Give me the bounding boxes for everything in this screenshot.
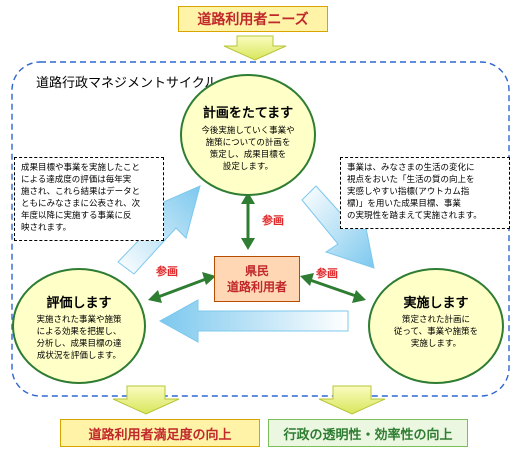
check-title: 評価します — [46, 296, 112, 311]
participation-arrow-top — [241, 192, 255, 250]
citizens-box: 県民 道路利用者 — [214, 256, 300, 302]
implementation-note: 事業は、みなさまの生活の変化に 視点をおいた「生活の質の向上を 実感しやすい指標… — [340, 157, 510, 229]
bottom-left-down-arrow — [112, 385, 180, 415]
needs-down-arrow — [223, 35, 287, 61]
transparency-efficiency-label: 行政の透明性・効率性の向上 — [283, 427, 453, 443]
user-satisfaction-box: 道路利用者満足度の向上 — [60, 419, 260, 447]
citizens-label-1: 県民 — [244, 264, 269, 278]
evaluation-note: 成果目標や事業を実施したこと による達成度の評価は毎年実 施され、これら結果はデ… — [14, 157, 164, 241]
plan-circle: 計画をたてます 今後実施していく事業や 施策についての計画を 策定し、成果目標を… — [180, 74, 316, 196]
participation-label-top: 参画 — [262, 214, 284, 227]
do-circle: 実施します 策定された計画に 従って、事業や施策を 実施します。 — [368, 268, 504, 384]
bottom-right-down-arrow — [318, 385, 386, 415]
participation-arrow-right — [300, 273, 366, 303]
user-needs-label: 道路利用者ニーズ — [197, 12, 309, 28]
check-circle: 評価します 実施された事業や施策 による効果を把握し、 分析し、成果目標の達 成… — [12, 268, 146, 384]
cycle-frame — [11, 61, 510, 397]
plan-description: 今後実施していく事業や 施策についての計画を 策定し、成果目標を 設定します。 — [201, 126, 295, 172]
participation-arrow-left — [148, 272, 216, 303]
cycle-arrow-do-to-check — [158, 299, 349, 343]
user-needs-box: 道路利用者ニーズ — [178, 6, 328, 32]
participation-label-right: 参画 — [316, 267, 338, 280]
plan-title: 計画をたてます — [202, 106, 294, 121]
transparency-efficiency-box: 行政の透明性・効率性の向上 — [268, 419, 468, 447]
citizens-label-2: 道路利用者 — [226, 280, 287, 294]
check-description: 実施された事業や施策 による効果を把握し、 分析し、成果目標の達 成状況を評価し… — [36, 315, 122, 361]
user-satisfaction-label: 道路利用者満足度の向上 — [88, 427, 232, 443]
participation-label-left: 参画 — [156, 265, 178, 278]
cycle-title: 道路行政マネジメントサイクル — [32, 72, 222, 91]
do-title: 実施します — [403, 296, 469, 311]
do-description: 策定された計画に 従って、事業や施策を 実施します。 — [393, 315, 479, 349]
